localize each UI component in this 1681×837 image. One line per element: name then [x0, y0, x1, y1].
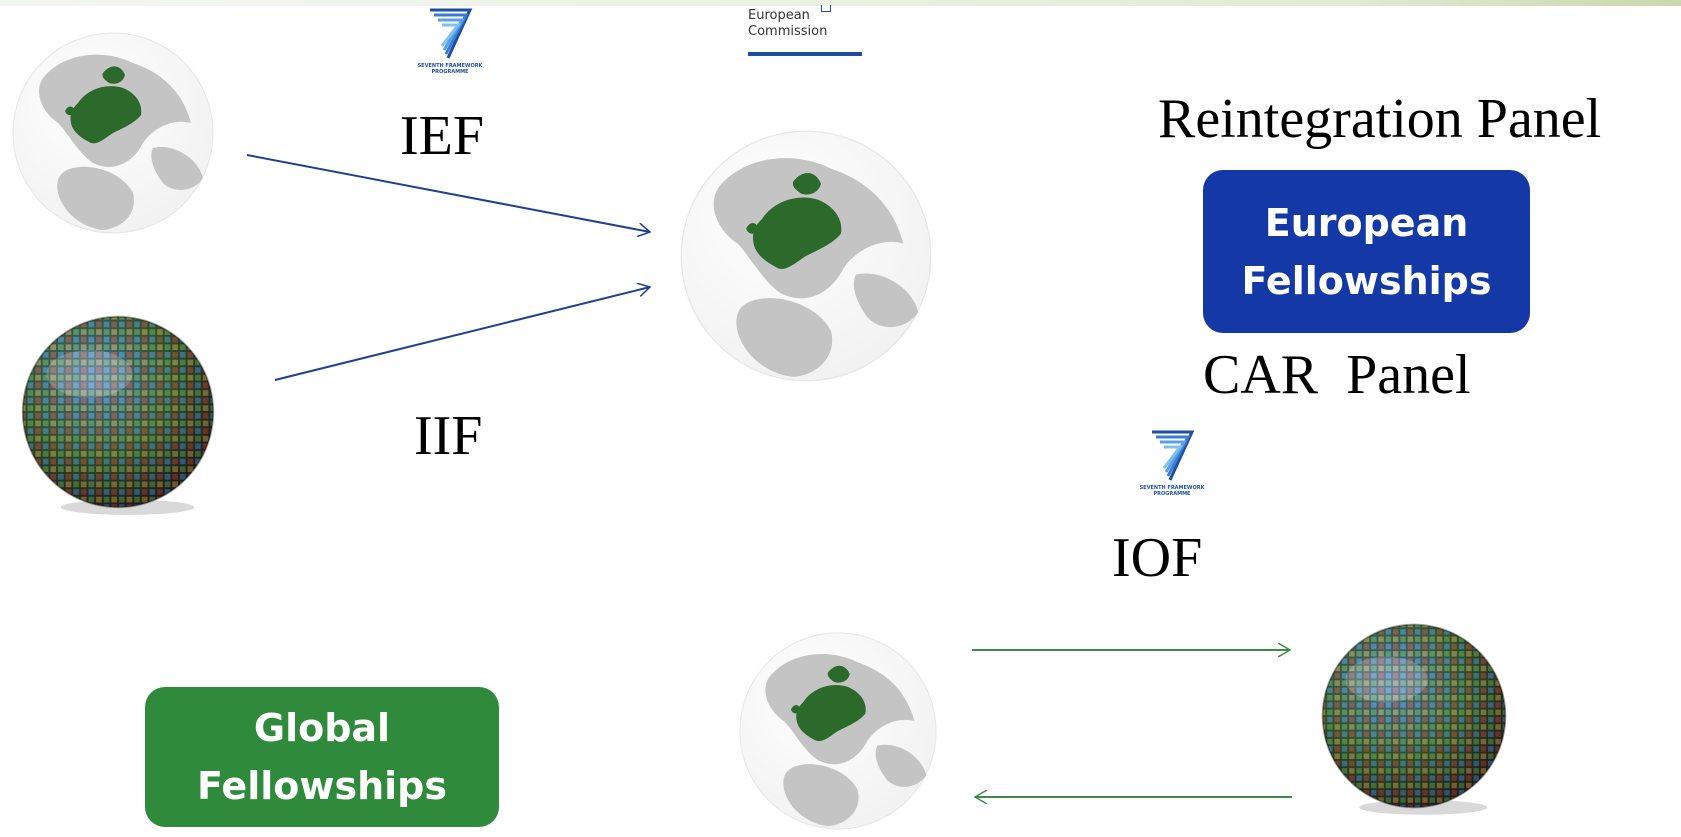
european-fellowships-line2: Fellowships: [1241, 258, 1492, 303]
ief-label: IEF: [400, 105, 484, 167]
seventh-framework-programme-logo-icon: [430, 8, 473, 59]
global-fellowships-box: Global Fellowships: [145, 687, 499, 827]
fp7-logo: SEVENTH FRAMEWORK PROGRAMME: [408, 6, 492, 75]
reintegration-panel-label: Reintegration Panel: [1158, 88, 1602, 150]
european-fellowships-line1: European: [1264, 200, 1469, 245]
ec-logo-line1: European: [748, 8, 810, 23]
ief-arrow: [246, 154, 650, 232]
ec-logo-underline: [748, 52, 862, 56]
global-fellowships-line2: Fellowships: [197, 764, 447, 808]
fp7-caption-line2: PROGRAMME: [431, 69, 469, 75]
top-gradient-bar: [0, 0, 1681, 6]
ec-logo-mark-icon: [821, 5, 831, 12]
world-photo-globe-right-icon: [1321, 623, 1507, 815]
world-photo-globe-icon: [21, 315, 215, 515]
european-fellowships-box: European Fellowships: [1203, 170, 1530, 333]
fp7-caption-line1: SEVENTH FRAMEWORK: [417, 63, 483, 69]
global-fellowships-line1: Global: [253, 706, 391, 750]
seventh-framework-programme-logo-icon: [1152, 430, 1195, 481]
fp7-logo-right: SEVENTH FRAMEWORK PROGRAMME: [1130, 428, 1214, 497]
iof-label: IOF: [1112, 527, 1203, 589]
iif-arrow: [274, 287, 650, 381]
fp7-caption-line2: PROGRAMME: [1153, 491, 1191, 497]
iif-label: IIF: [414, 405, 483, 467]
fp7-caption-line1: SEVENTH FRAMEWORK: [1139, 485, 1205, 491]
car-panel-label: CAR Panel: [1203, 344, 1471, 406]
ec-logo-line2: Commission: [748, 24, 828, 39]
european-commission-logo: European Commission: [748, 5, 862, 60]
